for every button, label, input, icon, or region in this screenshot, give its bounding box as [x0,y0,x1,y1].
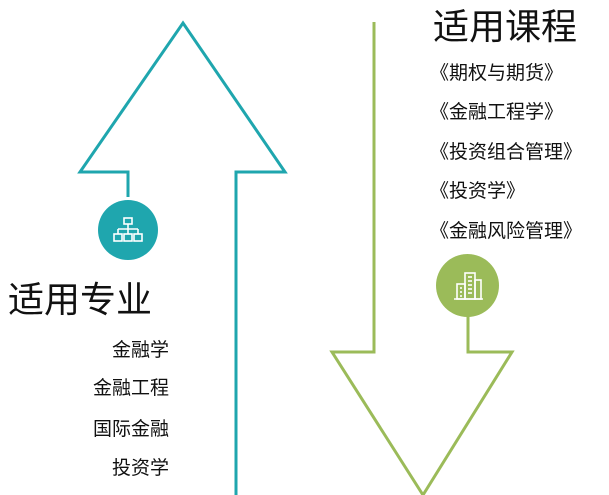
course-item: 《投资组合管理》 [430,141,583,163]
course-item: 《期权与期货》 [430,62,564,84]
major-item: 金融工程 [92,377,169,399]
major-item: 投资学 [111,457,169,479]
majors-icon-circle [98,200,158,260]
course-item: 《金融风险管理》 [430,220,583,242]
majors-title: 适用专业 [8,280,153,321]
major-item: 国际金融 [92,418,169,440]
course-item: 《金融工程学》 [430,101,564,123]
major-item: 金融学 [111,339,169,361]
course-item: 《投资学》 [430,180,526,202]
org-chart-icon [113,217,143,242]
courses-title: 适用课程 [433,7,578,48]
buildings-icon [453,271,483,300]
up-arrow [77,20,288,495]
down-arrow [329,22,515,495]
courses-icon-circle [436,254,499,317]
